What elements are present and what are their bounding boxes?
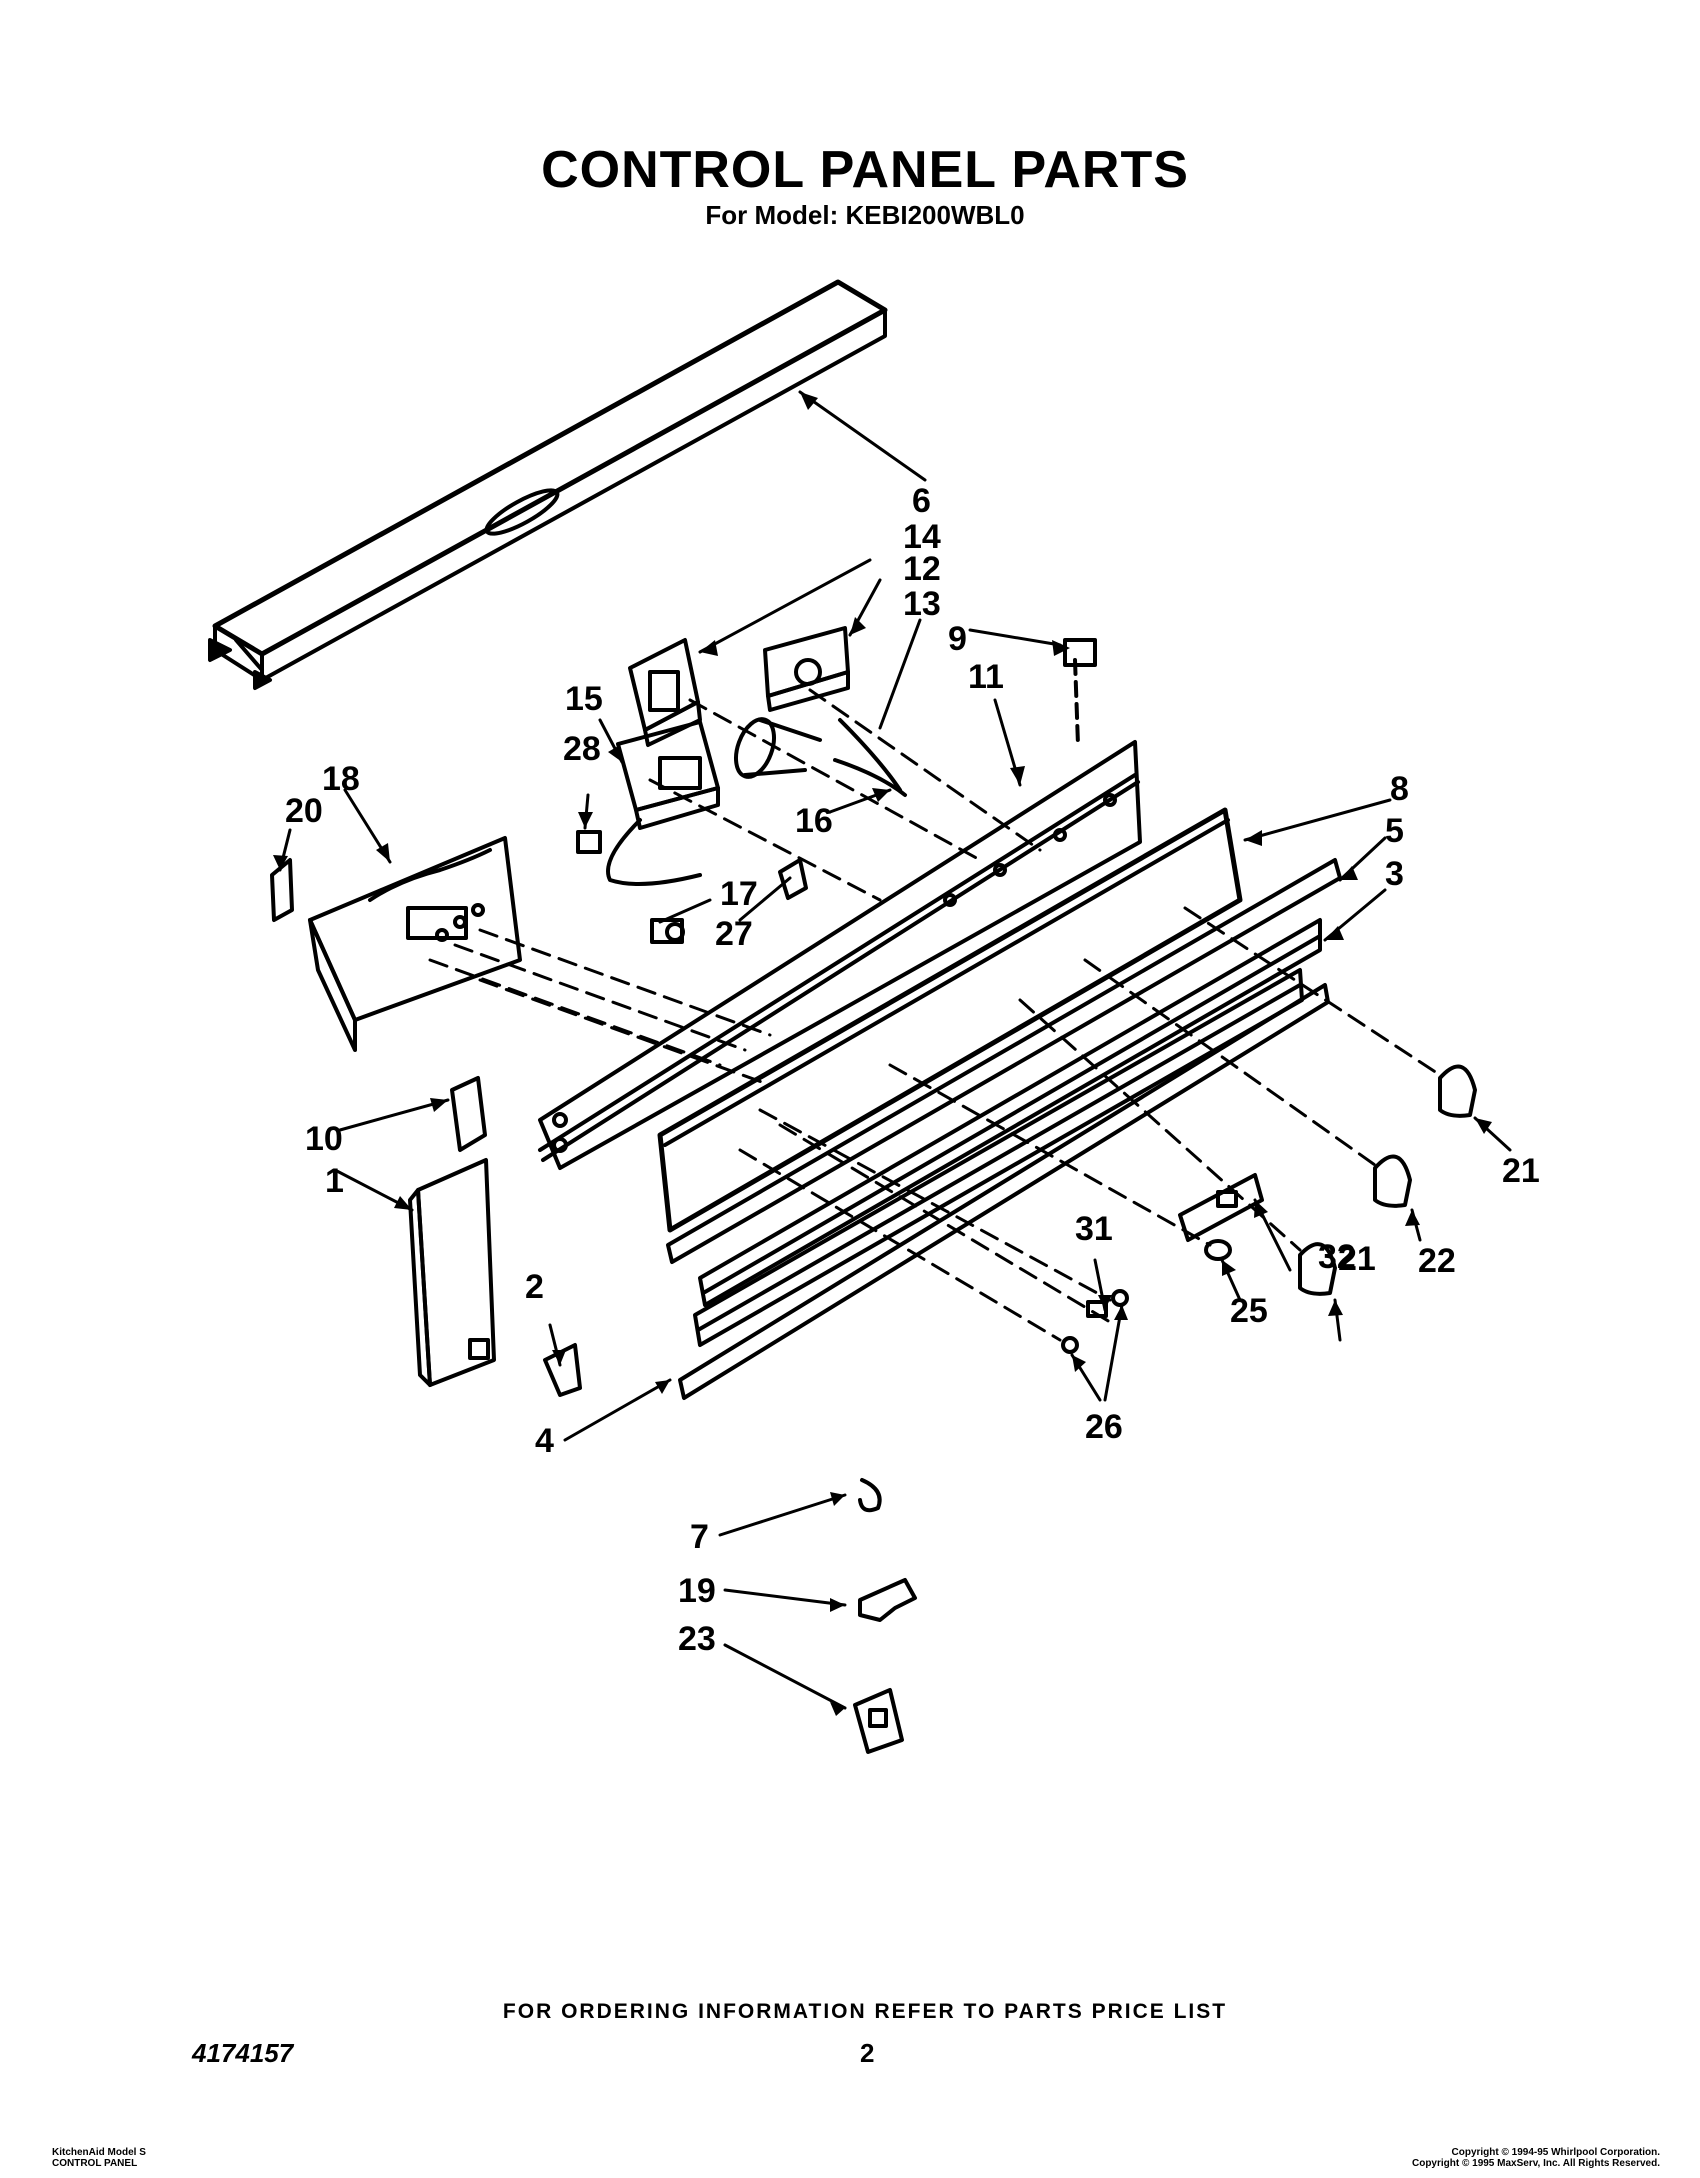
- part-11-panel-plate: [538, 658, 1142, 1170]
- callout-15: 15: [565, 680, 603, 718]
- model-footer-caption: KitchenAid Model S CONTROL PANEL: [52, 2147, 146, 2169]
- part-22-knob: [1373, 1154, 1412, 1208]
- callout-10: 10: [305, 1120, 343, 1158]
- part-28-clip: [576, 830, 602, 854]
- copyright-notice: Copyright © 1994-95 Whirlpool Corporatio…: [1412, 2147, 1660, 2169]
- part-21-knob-center: [1298, 1242, 1337, 1296]
- callout-25: 25: [1230, 1292, 1268, 1330]
- part-14-switch-module: [628, 638, 702, 747]
- callout-19: 19: [678, 1572, 716, 1610]
- callout-28: 28: [563, 730, 601, 768]
- callout-27: 27: [715, 915, 753, 953]
- callout-31: 31: [1075, 1210, 1113, 1248]
- callout-labels: 6 14 12 13 9 11 15 28 16 17 27 18 20 10 …: [285, 482, 1540, 1658]
- document-number: 4174157: [192, 2038, 294, 2068]
- callout-32: 32: [1318, 1238, 1356, 1276]
- callout-14: 14: [903, 518, 941, 556]
- callout-12: 12: [903, 550, 941, 588]
- callout-1: 1: [325, 1162, 344, 1200]
- part-32-label-plate: [1178, 1173, 1264, 1242]
- callout-21-center: 21: [1338, 1240, 1376, 1278]
- callout-18: 18: [322, 760, 360, 798]
- assembly-dashed-lines: [428, 688, 1442, 1342]
- callout-11: 11: [968, 658, 1004, 696]
- callout-23: 23: [678, 1620, 716, 1658]
- callout-8: 8: [1390, 770, 1409, 808]
- part-10-bracket: [450, 1076, 487, 1152]
- page-number: 2: [860, 2038, 875, 2068]
- ordering-information-note: FOR ORDERING INFORMATION REFER TO PARTS …: [502, 2000, 1228, 2023]
- callout-21-right: 21: [1502, 1152, 1540, 1190]
- callout-17: 17: [720, 875, 758, 913]
- callout-5: 5: [1385, 812, 1404, 850]
- callout-2: 2: [525, 1268, 544, 1306]
- part-23-connector-block: [853, 1688, 904, 1754]
- part-19-bracket: [858, 1578, 917, 1622]
- part-8-glass-panel: [657, 807, 1243, 1233]
- part-20-clip: [270, 858, 294, 922]
- part-3-trim-strip: [698, 918, 1322, 1307]
- callout-6: 6: [912, 482, 931, 520]
- part-7-spring-clip: [858, 1478, 882, 1513]
- callout-22: 22: [1418, 1242, 1456, 1280]
- model-footer-line-2: CONTROL PANEL: [52, 2158, 138, 2169]
- callout-4: 4: [535, 1422, 554, 1460]
- part-9-clip: [1063, 638, 1097, 667]
- callout-20: 20: [285, 792, 323, 830]
- part-6-top-trim: [208, 279, 888, 690]
- page-title: CONTROL PANEL PARTS: [541, 141, 1189, 199]
- callout-arrowheads: [273, 392, 1492, 1716]
- model-footer-line-1: KitchenAid Model S: [52, 2147, 146, 2158]
- model-subtitle: For Model: KEBI200WBL0: [705, 200, 1025, 230]
- part-15-switch-module: [606, 720, 720, 886]
- part-17-27-brackets: [650, 858, 808, 944]
- part-1-side-end-cap: [408, 1158, 496, 1387]
- part-18-display-module: [308, 836, 522, 1052]
- callout-3: 3: [1385, 855, 1404, 893]
- callout-leader-lines: [278, 390, 1512, 1710]
- callout-9: 9: [948, 620, 967, 658]
- callout-7: 7: [690, 1518, 709, 1556]
- part-21-knob-right: [1438, 1064, 1477, 1118]
- part-12-switch-module: [763, 626, 850, 712]
- copyright-line-2: Copyright © 1995 MaxServ, Inc. All Right…: [1411, 2158, 1660, 2169]
- part-25-knob-insert: [1204, 1239, 1232, 1261]
- copyright-line-1: Copyright © 1994-95 Whirlpool Corporatio…: [1451, 2147, 1661, 2158]
- callout-13: 13: [903, 585, 941, 623]
- callout-16: 16: [795, 802, 833, 840]
- part-13-knob-cylinder: [734, 717, 907, 797]
- callout-26: 26: [1085, 1408, 1123, 1446]
